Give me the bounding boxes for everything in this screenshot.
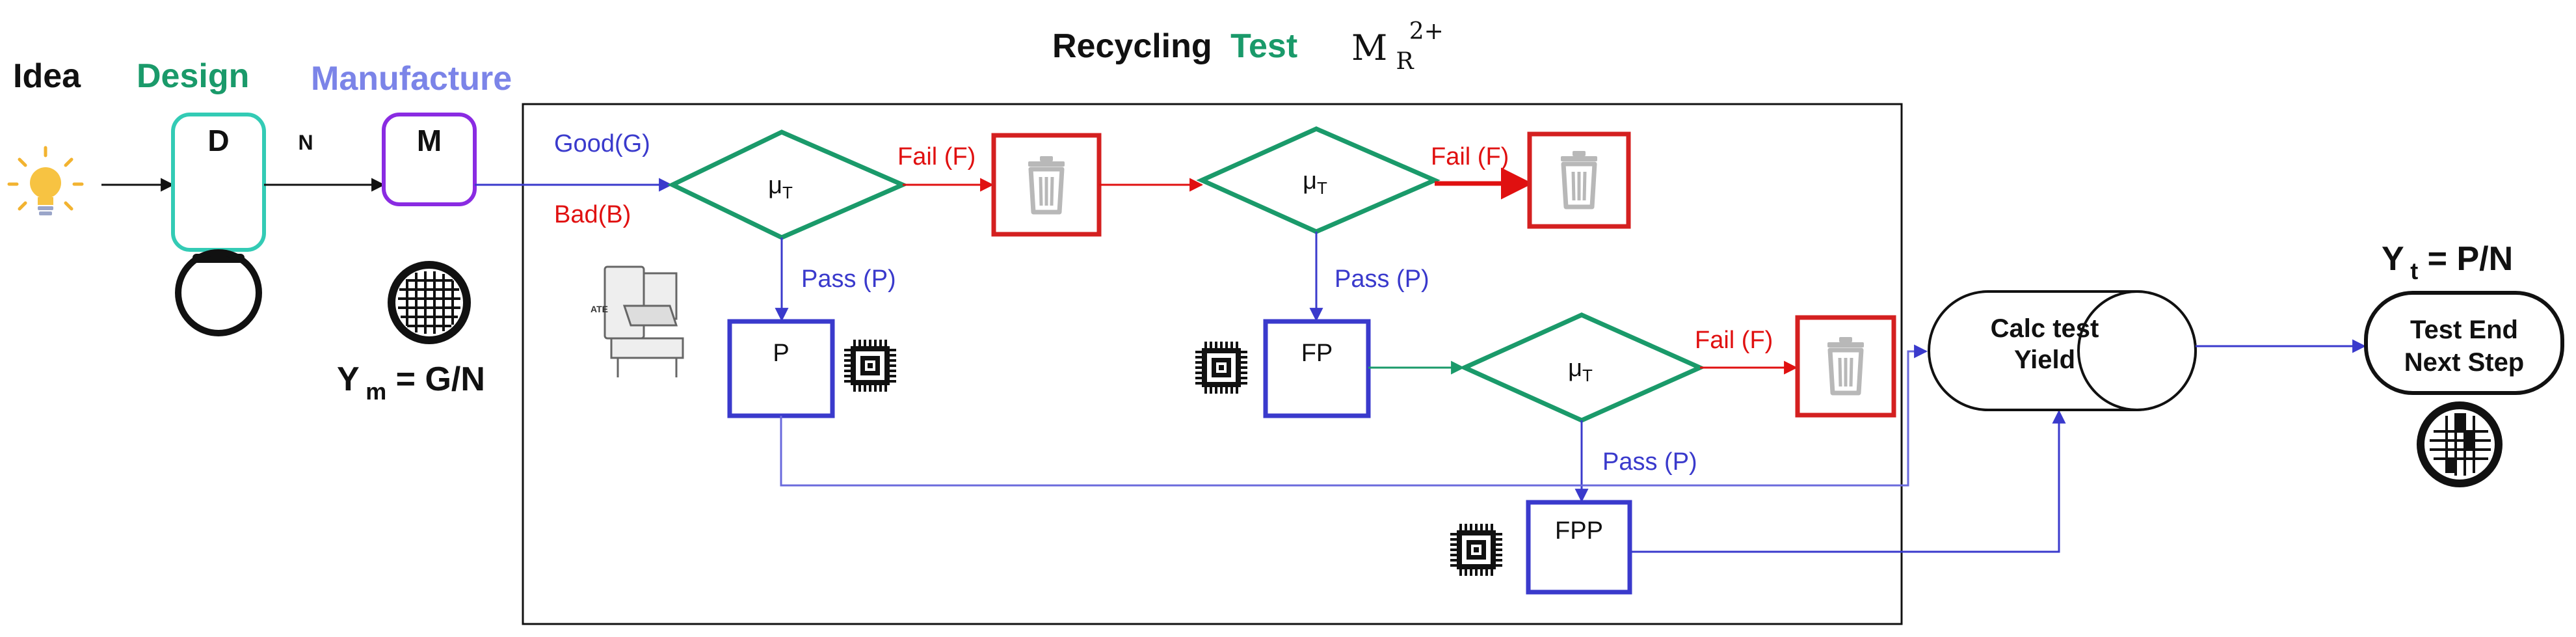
manufacture-box-label: M <box>417 124 442 157</box>
pass-label-3: Pass (P) <box>1602 448 1697 476</box>
pass-box-fp-label: FP <box>1301 340 1333 367</box>
calc-test-yield-node <box>1928 290 2197 411</box>
ate-label: ATE <box>591 304 608 314</box>
trash-icon <box>1028 156 1065 212</box>
mu-2-sub: T <box>1317 178 1327 198</box>
lightbulb-icon <box>7 146 84 215</box>
decision-diamond-2 <box>1196 126 1441 234</box>
pass-label-1: Pass (P) <box>801 265 896 293</box>
test-end-line2: Next Step <box>2404 348 2525 377</box>
recycling-test-title: Recycling Test <box>1052 27 1297 65</box>
manufacture-yield-label: Y m = G/N <box>337 360 485 407</box>
test-yield-formula: Y t = P/N <box>2382 240 2513 287</box>
test-end-node <box>2364 291 2564 395</box>
math-superscript: 2+ <box>1409 18 1444 45</box>
yt-rest: = P/N <box>2428 240 2514 278</box>
yt-sub: t <box>2410 258 2418 284</box>
recycling-word: Recycling <box>1052 27 1212 65</box>
trash-icon <box>1827 337 1864 393</box>
pass-label-2: Pass (P) <box>1334 265 1429 293</box>
pass-box-p <box>727 319 835 418</box>
fail-label-3: Fail (F) <box>1695 327 1773 354</box>
mu-1: μ <box>768 172 782 199</box>
diamond-1-label: μT <box>768 172 793 202</box>
math-base: M <box>1351 27 1387 68</box>
trash-icon <box>1561 151 1597 207</box>
mu-2: μ <box>1303 167 1317 195</box>
ate-machine-icon <box>604 265 684 377</box>
yt-main: Y <box>2382 240 2404 278</box>
diamond-3-label: μT <box>1568 355 1593 385</box>
pass-box-fp <box>1263 319 1371 418</box>
chip-icon <box>844 340 896 392</box>
ym-rest: = G/N <box>396 360 485 398</box>
design-label: Design <box>137 57 249 95</box>
chip-icon <box>1195 342 1247 394</box>
pass-box-fpp-label: FPP <box>1555 517 1603 545</box>
manufacture-label: Manufacture <box>311 60 512 98</box>
test-process-frame <box>522 103 1903 625</box>
manufacture-box <box>382 113 477 206</box>
good-label: Good(G) <box>554 130 650 157</box>
fpp-to-yield-connector <box>1630 409 2066 553</box>
ring-icon <box>175 249 262 336</box>
test-end-line1: Test End <box>2410 316 2518 344</box>
chip-icon <box>1450 524 1502 576</box>
test-word: Test <box>1230 27 1297 65</box>
n-count-label: N <box>298 131 313 154</box>
mu-1-sub: T <box>782 183 793 202</box>
design-box-label: D <box>207 124 229 157</box>
math-subscript: R <box>1396 48 1414 75</box>
p-to-yield-connector <box>780 344 1928 487</box>
calc-yield-line1: Calc test <box>1991 314 2099 343</box>
fail-label-2: Fail (F) <box>1431 143 1509 170</box>
idea-label: Idea <box>13 57 81 95</box>
wafer-icon <box>392 265 467 340</box>
diamond-2-label: μT <box>1303 167 1327 198</box>
recycle-math-symbol: M R 2+ <box>1351 18 1444 77</box>
fail-label-1: Fail (F) <box>897 143 976 170</box>
mu-3-sub: T <box>1582 366 1593 385</box>
final-wafer-icon <box>2417 401 2503 487</box>
ym-main: Y <box>337 360 359 398</box>
pass-box-p-label: P <box>773 340 789 367</box>
pass-box-fpp <box>1526 500 1632 595</box>
mu-3: μ <box>1568 355 1582 382</box>
ym-sub: m <box>365 378 386 405</box>
calc-yield-line2: Yield <box>2014 346 2075 374</box>
bad-label: Bad(B) <box>554 201 631 228</box>
